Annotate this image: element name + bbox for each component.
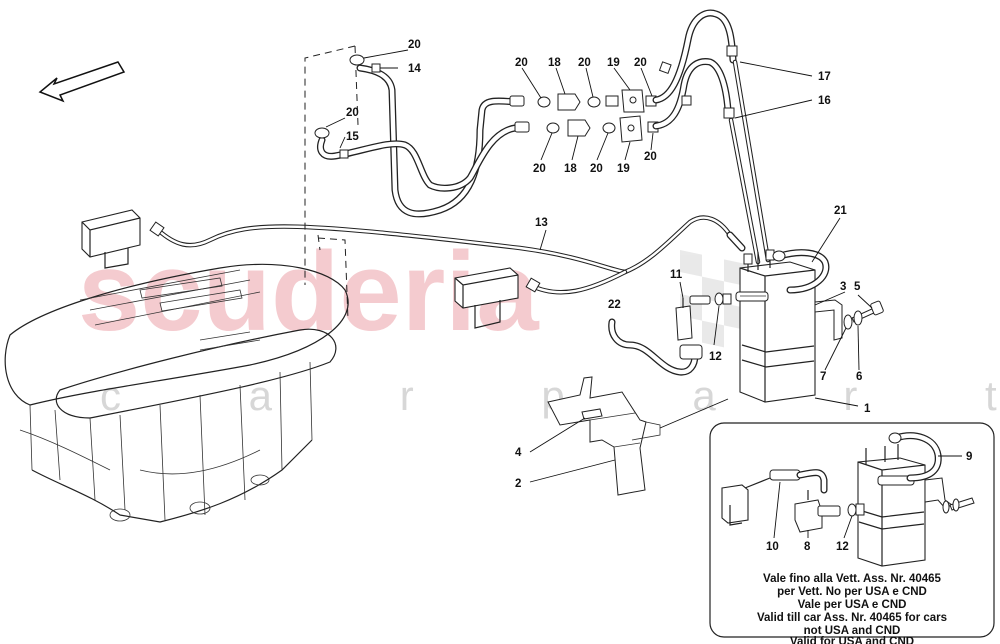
callout-numbers: 20 14 20 15 20 18 20 19 20 17 16 20 18 2… [346, 39, 972, 553]
callout-9: 9 [966, 451, 972, 463]
inset-note-line-6: Valid for USA and CND [790, 636, 914, 644]
inset-note-line-3: Vale per USA e CND [798, 599, 907, 611]
callout-15: 15 [346, 131, 359, 143]
callout-12: 12 [836, 541, 849, 553]
callout-18: 18 [548, 57, 561, 69]
hose-15 [314, 124, 519, 192]
purge-solenoid-center [454, 267, 519, 329]
inset-bolt [942, 497, 975, 514]
vapour-pipe-13 [149, 215, 746, 295]
valve-11 [675, 295, 711, 341]
callout-20: 20 [515, 57, 528, 69]
inset-solenoid [721, 484, 749, 526]
hose-22 [608, 318, 703, 376]
inset-hose-9 [888, 432, 942, 482]
front-direction-arrow-icon [38, 61, 126, 103]
callout-5: 5 [854, 281, 861, 293]
connector-row-upper [509, 89, 657, 113]
watermark: scuderia c a r p a r t s [78, 229, 1000, 419]
callout-14: 14 [408, 63, 421, 75]
callout-22: 22 [608, 299, 621, 311]
pipe-16 [652, 58, 761, 265]
callout-6: 6 [856, 371, 862, 383]
inset-note-line-4: Valid till car Ass. Nr. 40465 for cars [757, 612, 947, 624]
callout-8: 8 [804, 541, 811, 553]
hose-14 [349, 54, 519, 218]
bolt-5 [851, 300, 884, 323]
inset-canister [857, 444, 954, 567]
callout-13: 13 [535, 217, 548, 229]
callout-20: 20 [578, 57, 591, 69]
callout-20: 20 [590, 163, 603, 175]
connector-row-lower [514, 115, 659, 143]
callout-16: 16 [818, 95, 831, 107]
inset-note-line-5: not USA and CND [804, 625, 901, 637]
inset-note-line-1: Vale fino alla Vett. Ass. Nr. 40465 [763, 573, 942, 585]
inset-note-line-2: per Vett. No per USA e CND [777, 586, 927, 598]
washer-12 [714, 292, 732, 306]
callout-21: 21 [834, 205, 847, 217]
callout-20: 20 [634, 57, 647, 69]
callout-20: 20 [533, 163, 546, 175]
inset-hose-10 [744, 469, 828, 494]
purge-solenoid-left [81, 209, 141, 269]
callout-20: 20 [644, 151, 657, 163]
callout-7: 7 [820, 371, 826, 383]
inset-valve-8 [794, 490, 841, 533]
callout-11: 11 [670, 269, 683, 281]
callout-1: 1 [864, 403, 871, 415]
callout-4: 4 [515, 447, 522, 459]
bracket-3 [814, 299, 843, 341]
callout-19: 19 [617, 163, 630, 175]
callout-20: 20 [408, 39, 421, 51]
washers-6-7 [843, 310, 863, 330]
carbon-canister [735, 249, 830, 403]
inset-panel: Vale fino alla Vett. Ass. Nr. 40465 per … [709, 422, 995, 644]
callout-3: 3 [840, 281, 846, 293]
leader-lines [325, 49, 962, 539]
watermark-subtitle: c a r p a r t s [100, 372, 1000, 419]
bracket-2 [547, 376, 661, 496]
callout-20: 20 [346, 107, 359, 119]
callout-18: 18 [564, 163, 577, 175]
callout-17: 17 [818, 71, 831, 83]
callout-2: 2 [515, 478, 521, 490]
inset-washer-12 [847, 503, 865, 517]
pipe-17 [652, 9, 771, 263]
callout-12: 12 [709, 351, 722, 363]
intake-manifold [4, 263, 349, 523]
callout-19: 19 [607, 57, 620, 69]
callout-10: 10 [766, 541, 779, 553]
